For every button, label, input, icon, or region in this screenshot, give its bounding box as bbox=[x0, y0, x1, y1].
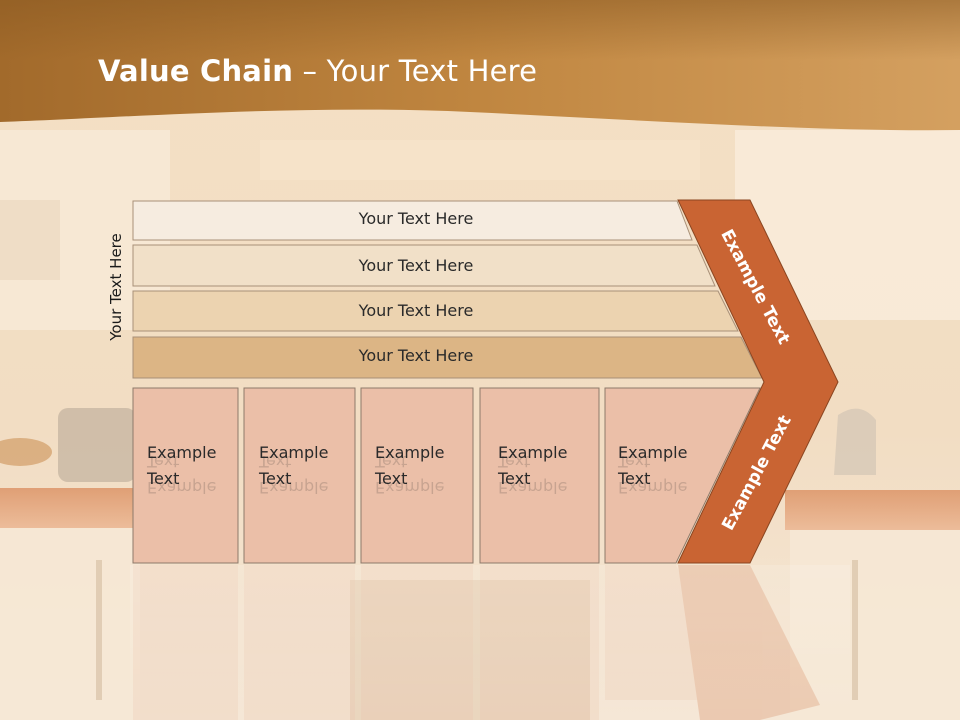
box-4-label: Example Text bbox=[498, 443, 568, 488]
box-3 bbox=[360, 387, 474, 564]
bar-1-label: Your Text Here bbox=[358, 209, 474, 228]
bar-2 bbox=[132, 244, 716, 287]
box-2 bbox=[243, 387, 356, 564]
title-rest: – Your Text Here bbox=[293, 54, 538, 88]
box-3-label: Example Text bbox=[375, 443, 445, 488]
box-1 bbox=[132, 387, 239, 564]
bar-4-label: Your Text Here bbox=[358, 346, 474, 365]
bar-3 bbox=[132, 290, 739, 332]
box-5 bbox=[604, 387, 761, 564]
bar-1 bbox=[132, 200, 693, 241]
slide-title: Value Chain – Your Text Here bbox=[98, 54, 918, 88]
title-bold: Value Chain bbox=[98, 54, 294, 88]
box-2-label: Example Text bbox=[259, 443, 329, 488]
box-5-label: Example Text bbox=[618, 443, 688, 488]
bar-2-label: Your Text Here bbox=[358, 256, 474, 275]
box-4 bbox=[479, 387, 600, 564]
box-1-label: Example Text bbox=[147, 443, 217, 488]
bar-3-label: Your Text Here bbox=[358, 301, 474, 320]
chevron-arrow bbox=[677, 199, 839, 564]
side-label: Your Text Here bbox=[107, 233, 125, 341]
